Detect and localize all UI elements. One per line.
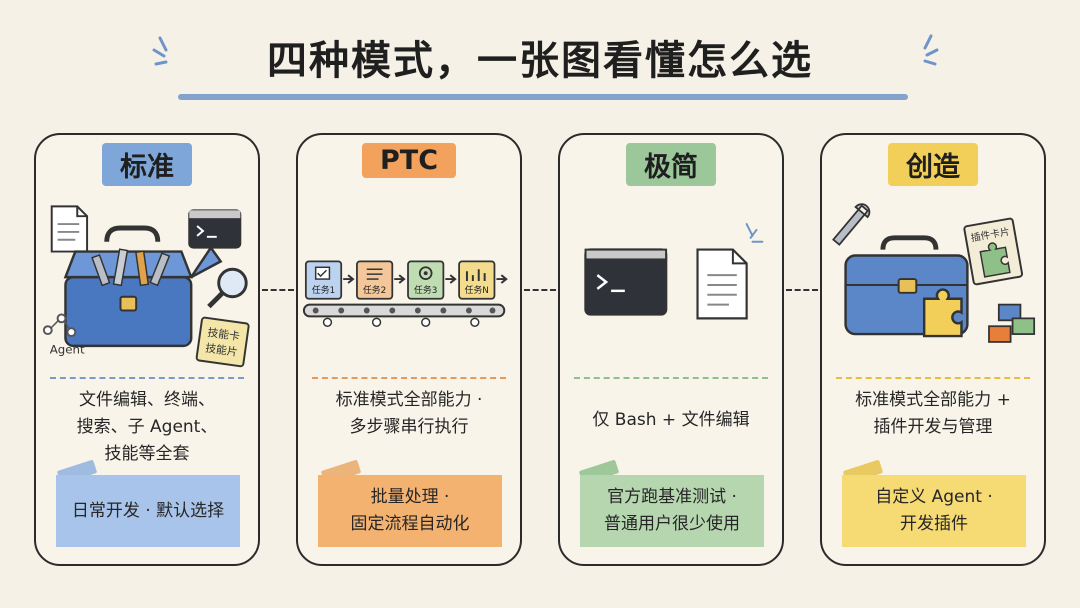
- connector-1: [262, 289, 294, 291]
- skill-card-icon: 技能卡 技能片: [195, 316, 250, 368]
- connector-3: [786, 289, 818, 291]
- card-standard[interactable]: 标准: [34, 133, 260, 566]
- puzzle-piece-icon: [922, 288, 963, 338]
- sparkle-right-icon: [923, 34, 939, 66]
- card-title: 标准: [102, 143, 192, 186]
- plugin-card-icon: 插件卡片: [963, 217, 1024, 286]
- task-2-box: 任务2: [356, 260, 394, 300]
- card-title: 创造: [888, 143, 978, 186]
- card-divider: [50, 377, 244, 379]
- minimal-illustration: [584, 223, 764, 320]
- agent-label: Agent: [50, 343, 85, 357]
- title-underline: [178, 94, 908, 100]
- card-divider: [836, 377, 1030, 379]
- card-note: 官方跑基准测试 · 普通用户很少使用: [580, 475, 764, 547]
- title-area: 四种模式，一张图看懂怎么选: [0, 28, 1080, 86]
- task-3-box: 任务3: [407, 260, 445, 300]
- card-divider: [574, 377, 768, 379]
- card-header: 极简: [560, 143, 782, 186]
- card-description: 标准模式全部能力 · 多步骤串行执行: [335, 390, 483, 437]
- card-create[interactable]: 创造 插件卡片: [820, 133, 1046, 566]
- pipeline-illustration: 任务1 任务2 任务3 任务N: [302, 260, 508, 327]
- sparkle-left-icon: [152, 36, 168, 66]
- connector-2: [524, 289, 556, 291]
- wrench-icon: [832, 203, 871, 246]
- document-icon: [696, 248, 748, 320]
- agent-network-icon: [42, 313, 77, 338]
- task-1-box: 任务1: [304, 260, 343, 300]
- card-description: 仅 Bash + 文件编辑: [592, 410, 750, 430]
- card-note: 日常开发 · 默认选择: [56, 475, 240, 547]
- card-minimal[interactable]: 极简 仅 Bash + 文件编辑 官方跑基准测试 · 普通用户很少使用: [558, 133, 784, 566]
- svg-text:技能片: 技能片: [205, 340, 239, 358]
- card-note: 批量处理 · 固定流程自动化: [318, 475, 502, 547]
- building-blocks-icon: [988, 303, 1036, 343]
- card-header: 创造: [822, 143, 1044, 186]
- task-label: 任务N: [465, 284, 489, 296]
- sparkle-icon: [745, 223, 764, 243]
- document-icon: [50, 205, 89, 253]
- svg-text:技能卡: 技能卡: [207, 325, 241, 343]
- toolbox-icon: [63, 225, 223, 348]
- task-label: 任务1: [312, 284, 335, 296]
- toolbox-illustration: Agent 技能卡 技能片: [42, 205, 250, 368]
- card-description: 文件编辑、终端、 搜索、子 Agent、 技能等全套: [76, 390, 218, 464]
- terminal-icon: [188, 209, 242, 249]
- card-ptc[interactable]: PTC 任务1 任务2 任务3: [296, 133, 522, 566]
- task-label: 任务3: [414, 284, 437, 296]
- page-title: 四种模式，一张图看懂怎么选: [267, 38, 813, 84]
- card-title: 极简: [626, 143, 716, 186]
- terminal-icon: [584, 248, 668, 316]
- conveyor-belt-icon: [302, 303, 506, 327]
- card-note: 自定义 Agent · 开发插件: [842, 475, 1026, 547]
- task-n-box: 任务N: [458, 260, 496, 300]
- create-illustration: 插件卡片: [832, 203, 1036, 343]
- card-divider: [312, 377, 506, 379]
- task-label: 任务2: [363, 284, 386, 296]
- card-title: PTC: [361, 143, 457, 178]
- card-header: PTC: [298, 143, 520, 178]
- card-header: 标准: [36, 143, 258, 186]
- card-description: 标准模式全部能力 + 插件开发与管理: [855, 390, 1011, 437]
- magnifier-icon: [207, 267, 248, 309]
